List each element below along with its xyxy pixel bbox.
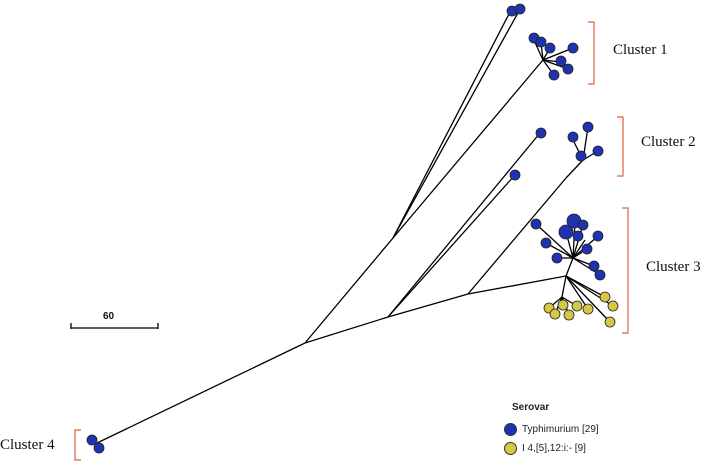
branch-root — [96, 342, 306, 444]
leaf-node — [509, 169, 521, 181]
leaf-node — [604, 316, 616, 328]
typhimurium-nodes — [86, 3, 606, 454]
leaf-node — [93, 442, 105, 454]
leaf-node — [567, 131, 579, 143]
cluster-2-bracket — [617, 116, 624, 177]
yellow-circle-icon — [504, 442, 517, 455]
leaf-node — [86, 434, 98, 446]
legend-item-i4512i: I 4,[5],12:i:- [9] — [504, 442, 586, 455]
cluster-brackets — [74, 21, 629, 461]
leaf-node — [549, 308, 561, 320]
leaf-node — [558, 224, 574, 240]
leaf-node — [594, 269, 606, 281]
scale-bar-label: 60 — [103, 311, 115, 322]
scale-bar — [70, 323, 159, 329]
leaf-node — [607, 300, 619, 312]
leaf-node — [567, 42, 579, 54]
branch-trunk-1 — [304, 316, 389, 344]
i4512i-nodes — [543, 291, 619, 328]
branch-single-b — [387, 174, 516, 318]
blue-circle-icon — [504, 423, 517, 436]
tree-leaf-nodes — [86, 3, 619, 454]
leaf-node — [540, 237, 552, 249]
branch-trunk-2 — [387, 293, 469, 318]
leaf-node — [588, 260, 600, 272]
branch-single-a — [387, 132, 541, 318]
leaf-node — [557, 299, 569, 311]
leaf-node — [514, 3, 526, 15]
branch-cluster1 — [392, 59, 544, 239]
cluster-2-label: Cluster 2 — [641, 134, 696, 150]
cluster-1-bracket — [588, 21, 595, 85]
legend-item-typhimurium: Typhimurium [29] — [504, 423, 599, 436]
branch-cluster2-stem — [467, 177, 567, 295]
leaf-node — [530, 218, 542, 230]
leaf-node — [582, 121, 594, 133]
leaf-node — [592, 230, 604, 242]
leaf-node — [581, 243, 593, 255]
leaf-node — [562, 63, 574, 75]
leaf-node — [563, 309, 575, 321]
leaf-node — [555, 55, 567, 67]
leaf-node — [571, 300, 583, 312]
leaf-node — [544, 42, 556, 54]
branch-trunk-3 — [467, 275, 567, 295]
leaf-node — [592, 145, 604, 157]
legend-item-label: I 4,[5],12:i:- [9] — [522, 443, 586, 454]
cluster-1-label: Cluster 1 — [613, 42, 668, 58]
leaf-node — [535, 127, 547, 139]
branch-top-b — [392, 10, 520, 239]
leaf-node — [582, 303, 594, 315]
cluster-3-bracket — [622, 207, 629, 334]
leaf-node — [535, 36, 547, 48]
leaf-node — [577, 219, 589, 231]
cluster-4-label: Cluster 4 — [0, 437, 55, 453]
cluster-4-bracket — [74, 429, 81, 461]
legend-item-label: Typhimurium [29] — [522, 424, 599, 435]
leaf-node — [551, 252, 563, 264]
branch-top-a — [392, 11, 511, 239]
branch-cluster1-stem — [304, 237, 394, 344]
leaf-node — [575, 150, 587, 162]
leaf-node — [599, 291, 611, 303]
legend-title: Serovar — [512, 402, 550, 413]
leaf-node — [572, 230, 584, 242]
leaf-node — [548, 69, 560, 81]
cluster-3-label: Cluster 3 — [646, 259, 701, 275]
